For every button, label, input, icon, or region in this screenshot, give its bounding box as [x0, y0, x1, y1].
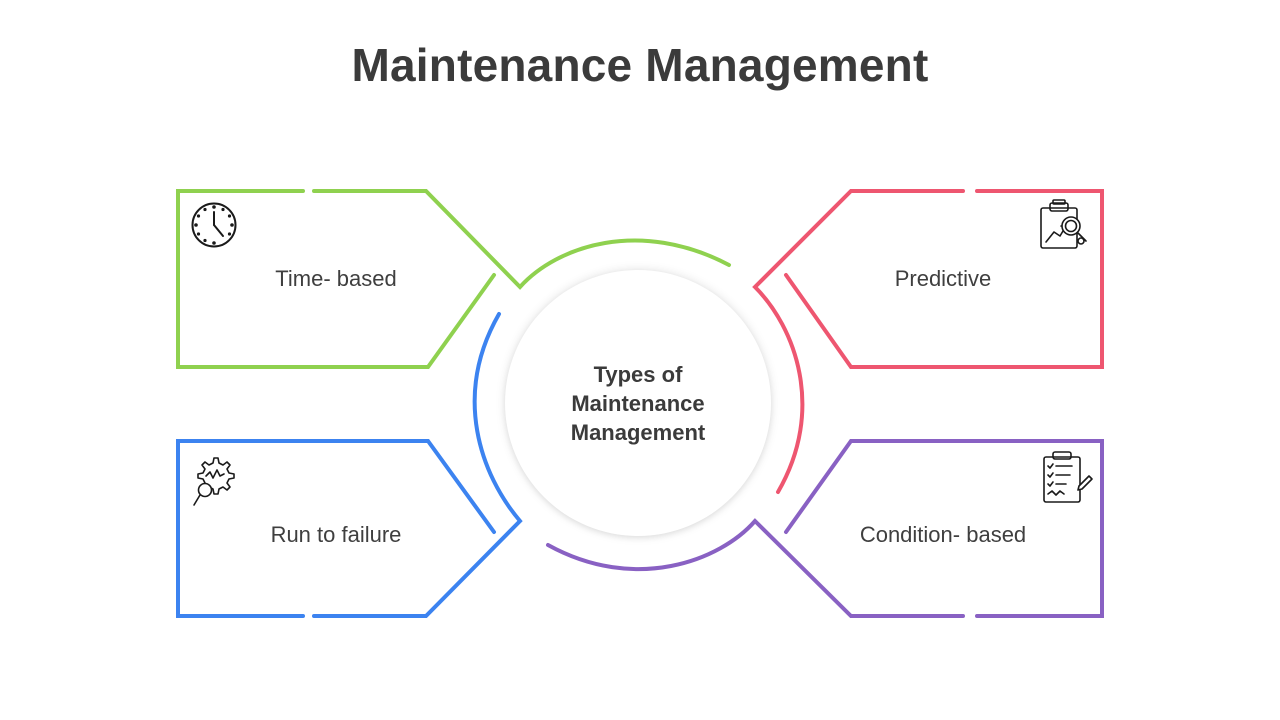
time-based-label: Time- based	[275, 266, 397, 291]
predictive-label: Predictive	[894, 266, 992, 291]
condition-based-label: Condition- based	[859, 522, 1027, 547]
center-line-1: Types of	[593, 362, 683, 387]
clock-icon	[191, 202, 237, 248]
run-to-failure-label: Run to failure	[270, 522, 402, 547]
center-line-2: Maintenance	[571, 391, 705, 416]
predictive-box	[752, 189, 1104, 494]
gear-failure-icon	[193, 457, 235, 506]
time-based-box	[176, 189, 731, 369]
center-line-3: Management	[570, 420, 706, 445]
page-title: Maintenance Management	[351, 39, 929, 91]
run-to-failure-box	[176, 312, 523, 618]
checklist-icon	[1043, 451, 1093, 503]
clipboard-analytics-icon	[1040, 199, 1087, 249]
condition-based-box	[546, 439, 1104, 618]
center-circle	[505, 270, 771, 536]
center-label: Types of Maintenance Management	[505, 360, 771, 447]
